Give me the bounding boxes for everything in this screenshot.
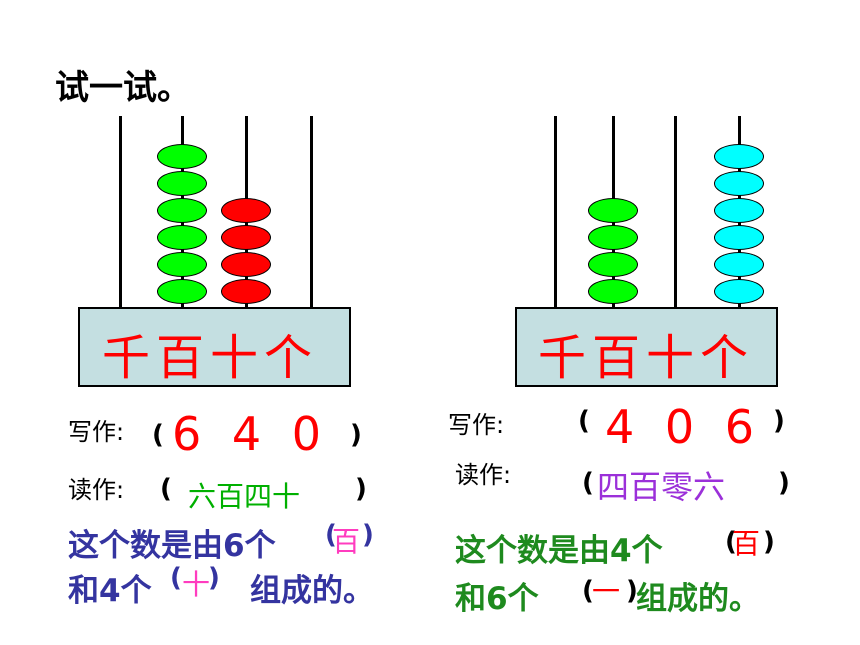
bead-ones — [714, 279, 764, 304]
close-paren: ) — [208, 563, 220, 593]
close-paren: ) — [355, 474, 367, 504]
open-paren: ( — [160, 474, 172, 504]
rod-thousands — [119, 116, 122, 308]
write-answer: 6 4 0 — [172, 407, 330, 461]
bead-hundreds — [588, 198, 638, 223]
rod-tens — [674, 116, 677, 308]
read-answer: 四百零六 — [597, 468, 726, 506]
bead-ones — [714, 252, 764, 277]
bead-tens — [221, 225, 271, 250]
bead-hundreds — [157, 198, 207, 223]
composition-answer-2: 一 — [592, 575, 621, 608]
write-label: 写作: — [68, 418, 125, 446]
rod-thousands — [554, 116, 557, 308]
place-value-labels: 千百十个 — [538, 330, 755, 386]
write-answer: 4 0 6 — [605, 400, 763, 454]
composition-answer-2: 十 — [182, 568, 211, 601]
read-label: 读作: — [455, 461, 512, 489]
bead-ones — [714, 144, 764, 169]
bead-hundreds — [157, 171, 207, 196]
bead-hundreds — [157, 279, 207, 304]
composition-sentence-line2: 和6个 — [455, 581, 539, 617]
open-paren: ( — [170, 563, 182, 593]
composition-sentence-line1: 这个数是由6个 — [68, 528, 276, 564]
close-paren: ) — [773, 406, 785, 436]
close-paren: ) — [778, 468, 790, 498]
open-paren: ( — [725, 527, 737, 557]
bead-hundreds — [157, 144, 207, 169]
close-paren: ) — [626, 576, 638, 606]
bead-hundreds — [588, 252, 638, 277]
place-value-label-box — [515, 307, 778, 387]
place-value-label-box — [78, 307, 351, 387]
read-label: 读作: — [68, 476, 125, 504]
composition-answer-1: 百 — [332, 525, 361, 558]
composition-answer-1: 百 — [732, 527, 761, 560]
close-paren: ) — [763, 527, 775, 557]
bead-hundreds — [157, 225, 207, 250]
composition-sentence-end: 组成的。 — [250, 573, 374, 609]
bead-hundreds — [157, 252, 207, 277]
close-paren: ) — [350, 420, 362, 450]
bead-tens — [221, 198, 271, 223]
composition-sentence-line2: 和4个 — [68, 573, 152, 609]
page-title: 试一试。 — [55, 68, 191, 108]
read-answer: 六百四十 — [188, 480, 301, 513]
write-label: 写作: — [448, 411, 505, 439]
bead-tens — [221, 252, 271, 277]
bead-ones — [714, 171, 764, 196]
open-paren: ( — [578, 406, 590, 436]
bead-hundreds — [588, 225, 638, 250]
rod-ones — [310, 116, 313, 308]
open-paren: ( — [582, 468, 594, 498]
open-paren: ( — [582, 576, 594, 606]
bead-ones — [714, 225, 764, 250]
bead-hundreds — [588, 279, 638, 304]
open-paren: ( — [325, 520, 337, 550]
place-value-labels: 千百十个 — [102, 330, 319, 386]
open-paren: ( — [152, 420, 164, 450]
bead-ones — [714, 198, 764, 223]
close-paren: ) — [362, 520, 374, 550]
composition-sentence-line1: 这个数是由4个 — [455, 533, 663, 569]
bead-tens — [221, 279, 271, 304]
composition-sentence-end: 组成的。 — [636, 581, 760, 617]
